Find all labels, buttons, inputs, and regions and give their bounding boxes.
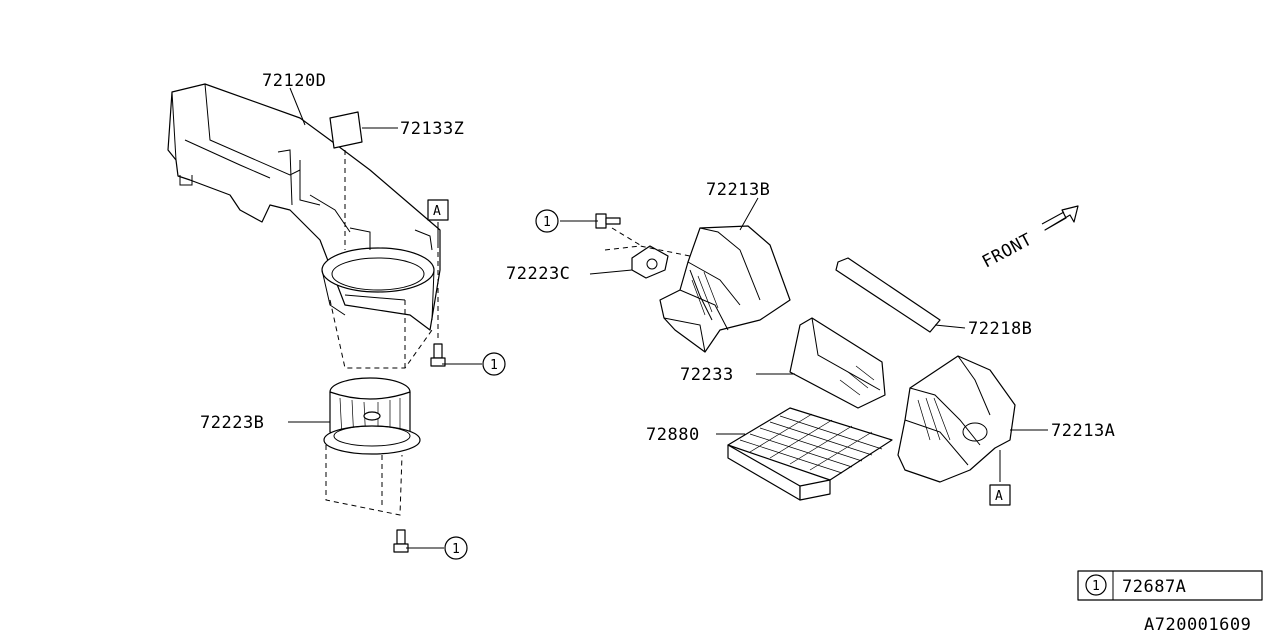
legend-part: 72687A	[1122, 577, 1186, 597]
upper-blower-housing	[167, 83, 441, 331]
ref-marker-a-upper: A	[427, 199, 449, 221]
svg-text:1: 1	[490, 358, 498, 373]
label-72880: 72880	[646, 425, 700, 445]
ref-marker-a-lower: A	[989, 484, 1011, 506]
label-72233: 72233	[680, 365, 734, 385]
callout-1-motor-screw: 1	[444, 536, 468, 560]
diagram-code: A720001609	[1144, 615, 1251, 635]
svg-text:1: 1	[543, 215, 551, 230]
filter-frame	[789, 317, 886, 409]
label-72133Z: 72133Z	[400, 119, 464, 139]
label-72218B: 72218B	[968, 319, 1032, 339]
legend-box: 1 72687A	[1077, 570, 1263, 601]
seal-strip-shape	[835, 257, 941, 333]
label-72213A: 72213A	[1051, 421, 1115, 441]
cabin-air-filter	[727, 407, 893, 501]
screw-lower	[393, 529, 409, 553]
svg-text:A: A	[995, 489, 1003, 504]
label-72213B: 72213B	[706, 180, 770, 200]
label-72223B: 72223B	[200, 413, 264, 433]
legend-symbol: 1	[1092, 579, 1100, 594]
svg-text:A: A	[433, 204, 441, 219]
callout-1-housing-screw: 1	[482, 352, 506, 376]
front-label: FRONT	[979, 230, 1036, 273]
intake-case-lower	[897, 355, 1016, 483]
screw-upper-right	[430, 343, 446, 367]
screw-servo	[595, 213, 621, 229]
filter-pad-shape	[329, 111, 363, 149]
svg-text:1: 1	[452, 542, 460, 557]
front-direction-arrow: FRONT	[979, 205, 1079, 273]
callout-1-servo-screw: 1	[535, 209, 559, 233]
intake-case-upper	[659, 225, 791, 353]
label-72223C: 72223C	[506, 264, 570, 284]
blower-motor	[323, 377, 421, 455]
label-72120D: 72120D	[262, 71, 326, 91]
